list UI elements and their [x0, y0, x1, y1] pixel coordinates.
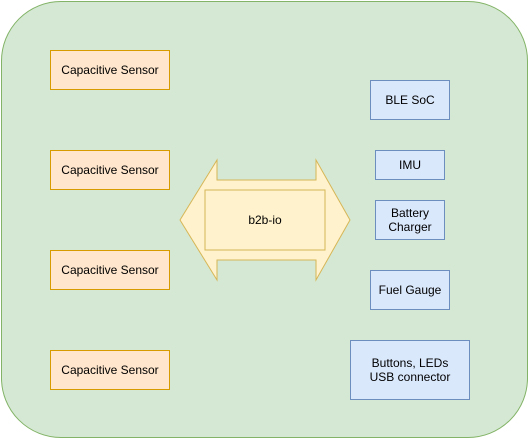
capacitive-sensor-1: Capacitive Sensor: [50, 50, 170, 90]
capacitive-sensor-3: Capacitive Sensor: [50, 250, 170, 290]
capacitive-sensor-1-label: Capacitive Sensor: [61, 63, 159, 77]
battery-charger-box: Battery Charger: [375, 200, 445, 240]
fuel-gauge-box: Fuel Gauge: [370, 270, 450, 310]
buttons-leds-usb-label: Buttons, LEDs USB connector: [369, 356, 451, 384]
imu-label: IMU: [399, 158, 421, 172]
capacitive-sensor-2: Capacitive Sensor: [50, 150, 170, 190]
ble-soc-box: BLE SoC: [370, 80, 450, 120]
capacitive-sensor-3-label: Capacitive Sensor: [61, 263, 159, 277]
b2b-io-label: b2b-io: [248, 213, 282, 227]
capacitive-sensor-4-label: Capacitive Sensor: [61, 363, 159, 377]
battery-charger-label: Battery Charger: [388, 206, 432, 234]
capacitive-sensor-2-label: Capacitive Sensor: [61, 163, 159, 177]
capacitive-sensor-4: Capacitive Sensor: [50, 350, 170, 390]
imu-box: IMU: [375, 150, 445, 180]
fuel-gauge-label: Fuel Gauge: [378, 283, 442, 297]
b2b-io-inner-box: [204, 189, 326, 251]
buttons-leds-usb-box: Buttons, LEDs USB connector: [350, 340, 470, 400]
ble-soc-label: BLE SoC: [385, 93, 435, 107]
